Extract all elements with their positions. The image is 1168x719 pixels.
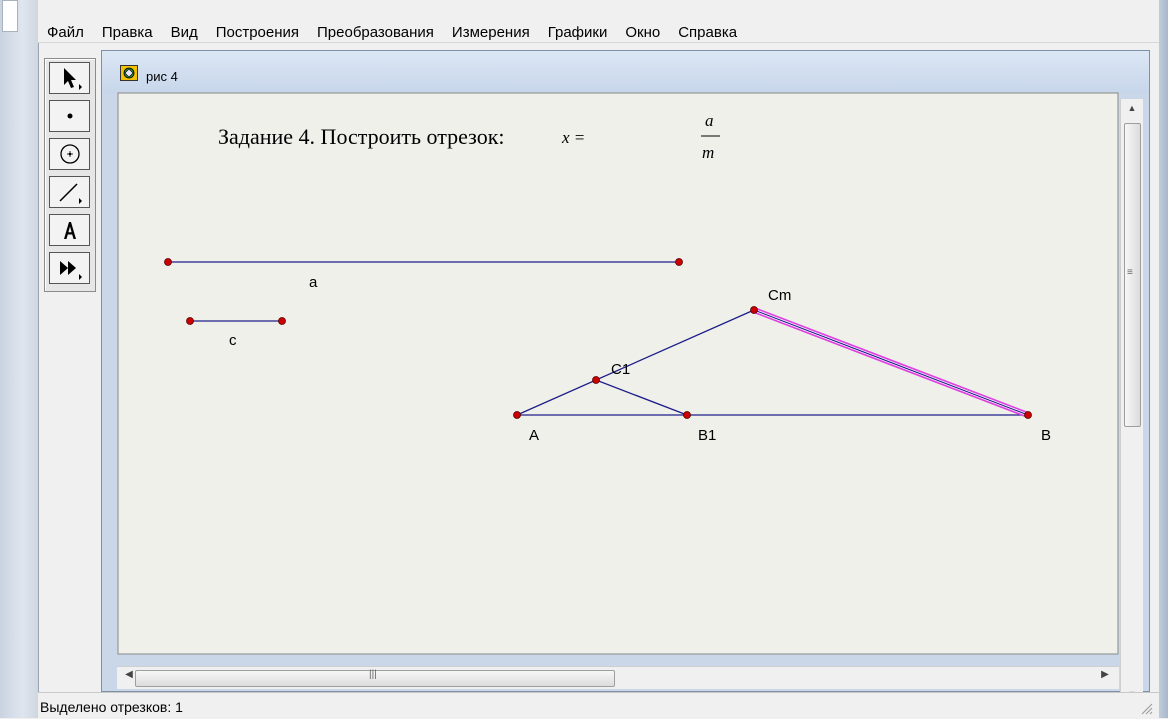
- horizontal-scrollbar[interactable]: ◀ ||| ▶: [117, 666, 1119, 689]
- text-tool-icon: [63, 222, 76, 239]
- label-Cm[interactable]: Cm: [768, 287, 791, 304]
- horizontal-scroll-thumb[interactable]: [135, 670, 615, 687]
- custom-tool-button[interactable]: [49, 252, 90, 284]
- menubar: Файл Правка Вид Построения Преобразовани…: [38, 0, 1159, 43]
- ray-A-Cm[interactable]: [516, 309, 755, 416]
- label-a[interactable]: a: [309, 274, 318, 291]
- point-c-end[interactable]: [278, 317, 286, 325]
- document-title: рис 4: [146, 69, 178, 84]
- segment-Cm-B[interactable]: [753, 309, 1029, 416]
- menu-window[interactable]: Окно: [625, 24, 661, 41]
- menu-file[interactable]: Файл: [47, 24, 84, 41]
- label-B[interactable]: B: [1041, 427, 1051, 444]
- menu-measure[interactable]: Измерения: [451, 24, 530, 41]
- point-a-start[interactable]: [164, 258, 172, 266]
- compass-tool-icon: [59, 144, 80, 164]
- task-text: Задание 4. Построить отрезок:: [218, 124, 505, 149]
- scroll-grip-h-icon: |||: [369, 669, 377, 680]
- menu-graph[interactable]: Графики: [547, 24, 608, 41]
- resize-grip-icon[interactable]: [1139, 701, 1153, 715]
- menu-construct[interactable]: Построения: [215, 24, 300, 41]
- scroll-grip-icon: ≡: [1127, 267, 1133, 278]
- point-tool-button[interactable]: [49, 100, 90, 132]
- background-window-edge: [0, 0, 39, 718]
- segment-C1-B1[interactable]: [595, 379, 688, 416]
- straightedge-tool-icon: [58, 183, 82, 204]
- arrow-tool-button[interactable]: [49, 62, 90, 94]
- formula-numerator: a: [705, 111, 714, 130]
- point-c-start[interactable]: [186, 317, 194, 325]
- point-a-end[interactable]: [675, 258, 683, 266]
- label-c[interactable]: c: [229, 332, 237, 349]
- point-Cm[interactable]: [750, 306, 758, 314]
- point-B[interactable]: [1024, 411, 1032, 419]
- compass-tool-button[interactable]: [49, 138, 90, 170]
- label-A[interactable]: A: [529, 427, 539, 444]
- point-B1[interactable]: [683, 411, 691, 419]
- label-B1[interactable]: B1: [698, 427, 716, 444]
- toolbox: [44, 58, 96, 292]
- menu-edit[interactable]: Правка: [101, 24, 153, 41]
- point-A[interactable]: [513, 411, 521, 419]
- menu-help[interactable]: Справка: [678, 24, 738, 41]
- menu-view[interactable]: Вид: [170, 24, 198, 41]
- scroll-up-icon[interactable]: ▲: [1127, 103, 1137, 113]
- vertical-scroll-thumb[interactable]: [1124, 123, 1141, 427]
- menu-transform[interactable]: Преобразования: [317, 24, 434, 41]
- background-window-edge-right: [1159, 0, 1168, 718]
- status-text: Выделено отрезков: 1: [40, 699, 183, 715]
- canvas-background: [117, 92, 1119, 655]
- label-C1[interactable]: C1: [611, 361, 630, 378]
- straightedge-tool-button[interactable]: [49, 176, 90, 208]
- arrow-tool-icon: [63, 68, 82, 90]
- background-window-fragment: [2, 0, 18, 32]
- point-C1[interactable]: [592, 376, 600, 384]
- statusbar: Выделено отрезков: 1: [38, 692, 1159, 719]
- document-titlebar[interactable]: рис 4: [102, 51, 1149, 93]
- scroll-right-icon[interactable]: ▶: [1101, 669, 1109, 680]
- text-tool-button[interactable]: [49, 214, 90, 246]
- formula-lhs: x =: [561, 128, 585, 147]
- custom-tool-icon: [59, 261, 82, 280]
- sketchpad-document-icon: [120, 65, 138, 81]
- vertical-scrollbar[interactable]: ▲ ≡ ▼: [1120, 99, 1143, 713]
- point-tool-icon: [67, 113, 72, 119]
- menu-items: Файл Правка Вид Построения Преобразовани…: [38, 24, 746, 42]
- scroll-left-icon[interactable]: ◀: [125, 669, 133, 680]
- formula-denominator: m: [702, 143, 714, 162]
